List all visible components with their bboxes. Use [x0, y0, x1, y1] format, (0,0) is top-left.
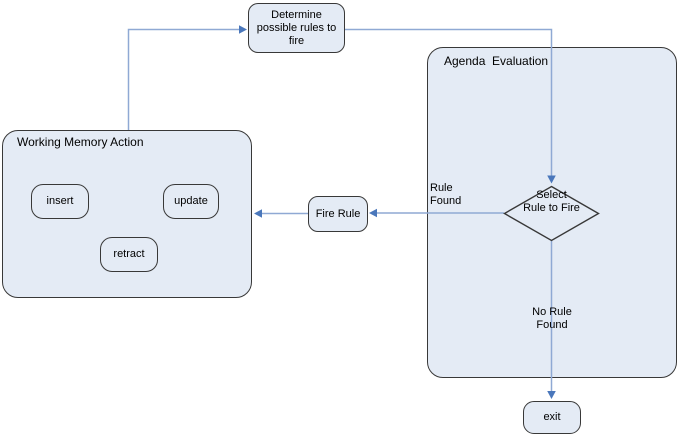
working-memory-action-title: Working Memory Action	[17, 135, 144, 149]
insert-node: insert	[31, 184, 89, 219]
arrowhead-into-wma-icon	[254, 209, 262, 218]
arrowhead-into-fire-rule-icon	[369, 208, 377, 218]
exit-node: exit	[523, 401, 581, 434]
agenda-evaluation-title: Agenda Evaluation	[444, 54, 549, 68]
arrowhead-into-exit-icon	[547, 391, 556, 399]
working-memory-action-container: Working Memory Action insert update retr…	[2, 130, 252, 298]
no-rule-found-edge-label: No Rule Found	[532, 306, 572, 331]
arrowhead-into-determine-icon	[239, 25, 247, 34]
rule-found-edge-label: Rule Found	[430, 182, 462, 207]
connector-wma-to-determine	[127, 28, 241, 130]
select-rule-to-fire-label: Select Rule to Fire	[523, 189, 580, 214]
update-node: update	[163, 184, 219, 219]
determine-possible-rules-node: Determine possible rules to fire	[248, 3, 345, 53]
retract-node: retract	[100, 237, 158, 272]
fire-rule-node: Fire Rule	[308, 196, 368, 232]
